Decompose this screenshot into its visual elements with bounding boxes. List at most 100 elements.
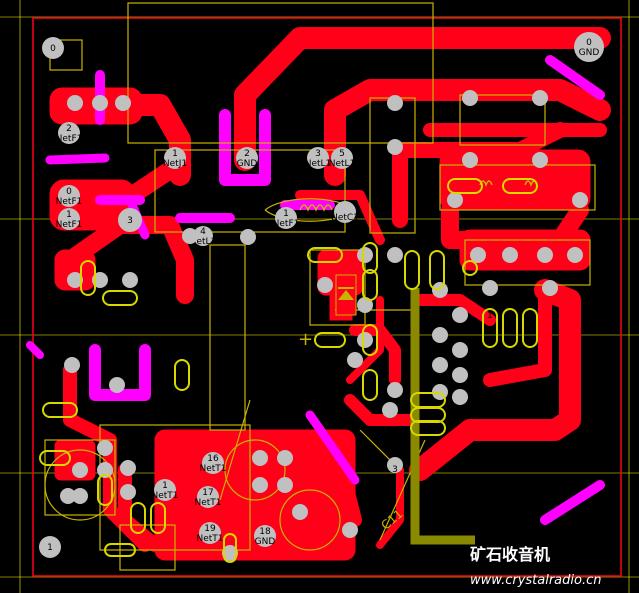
connector-pin-number: 3: [392, 465, 398, 475]
watermark-title: 矿石收音机: [470, 545, 550, 564]
via-pad: [97, 440, 113, 456]
via-pad: [67, 95, 83, 111]
via-pad: [277, 477, 293, 493]
pad-label: 1: [47, 543, 53, 553]
component-capsule: [482, 308, 498, 348]
via-pad: [447, 192, 463, 208]
via-pad: [387, 139, 403, 155]
component-capsule: [502, 178, 538, 194]
component-capsule: [130, 502, 146, 534]
via-pad: [347, 352, 363, 368]
component-capsule: [362, 369, 378, 401]
via-pad: [67, 272, 83, 288]
pad-p-netc1: NetC1: [331, 201, 359, 223]
pad-label: 2: [66, 124, 72, 134]
via-pad: [317, 277, 333, 293]
component-capsule: [462, 260, 478, 276]
component-capsule: [362, 242, 378, 274]
via-pad: [357, 247, 373, 263]
pad-label: 0: [66, 187, 72, 197]
component-capsule: [362, 324, 378, 356]
via-pad: [432, 357, 448, 373]
pad-circle: [58, 122, 80, 144]
pad-p-mount-1: 1: [39, 536, 61, 558]
pad-label: NetF1: [56, 134, 83, 144]
via-pad: [120, 484, 136, 500]
pad-circle: [202, 452, 224, 474]
pad-label: 0: [586, 38, 592, 48]
pad-label: 3: [315, 149, 321, 159]
connector-pin-number: 1: [507, 311, 513, 321]
via-pad: [482, 280, 498, 296]
via-pad: [387, 382, 403, 398]
via-pad: [97, 462, 113, 478]
via-pad: [462, 152, 478, 168]
pad-label: NetT1: [196, 534, 223, 544]
pad-circle: [164, 147, 186, 169]
pad-label: NetT1: [199, 464, 226, 474]
pad-circle: [197, 486, 219, 508]
component-capsule: [150, 502, 166, 534]
via-pad: [120, 460, 136, 476]
connector-pin-number: 3: [412, 263, 418, 273]
pad-circle: [118, 208, 142, 232]
via-pad: [222, 545, 238, 561]
connector-pin-number: 2: [527, 311, 533, 321]
via-pad: [432, 282, 448, 298]
pad-circle: [331, 147, 353, 169]
via-pad: [462, 90, 478, 106]
via-pad: [357, 332, 373, 348]
via-pad: [182, 228, 198, 244]
board-outline: [32, 17, 622, 577]
pad-label: 1: [283, 209, 289, 219]
component-capsule: [314, 332, 346, 348]
pad-label: 2: [244, 149, 250, 159]
pad-circle: [58, 185, 80, 207]
pad-label: NetL1: [305, 159, 332, 169]
via-pad: [292, 504, 308, 520]
component-capsule: [447, 178, 483, 194]
pad-label: 1: [172, 149, 178, 159]
pad-circle: [254, 525, 276, 547]
via-pad: [452, 307, 468, 323]
pad-label: 3: [127, 216, 133, 226]
via-pad: [532, 152, 548, 168]
pad-label: 1: [66, 210, 72, 220]
via-pad: [122, 272, 138, 288]
via-pad: [452, 342, 468, 358]
pad-label: NetC1: [331, 213, 359, 223]
via-pad: [387, 95, 403, 111]
via-pad: [567, 247, 583, 263]
top-copper-layer: [49, 27, 611, 561]
via-pad: [387, 457, 403, 473]
component-capsule: [429, 250, 445, 290]
pad-circle: [334, 201, 356, 223]
component-capsule: [39, 450, 71, 466]
connector-pin-number: 2: [434, 263, 440, 273]
pad-label: NetF1: [56, 220, 83, 230]
component-capsule: [97, 474, 113, 506]
pad-label: NetT1: [194, 498, 221, 508]
via-pad: [64, 357, 80, 373]
pad-label: NetT1: [151, 491, 178, 501]
watermark-url: www.crystalradio.cn: [470, 573, 601, 588]
component-capsule: [102, 290, 138, 306]
pads-layer: 00GND2NetF10NetF11NetF11NetJ12GND3NetL15…: [39, 32, 604, 558]
vias-layer: [60, 90, 588, 561]
via-pad: [542, 280, 558, 296]
via-pad: [72, 462, 88, 478]
pad-label: 18: [259, 527, 271, 537]
pad-label: 19: [204, 524, 216, 534]
pad-circle: [154, 479, 176, 501]
pad-p-3: 3: [118, 208, 142, 232]
